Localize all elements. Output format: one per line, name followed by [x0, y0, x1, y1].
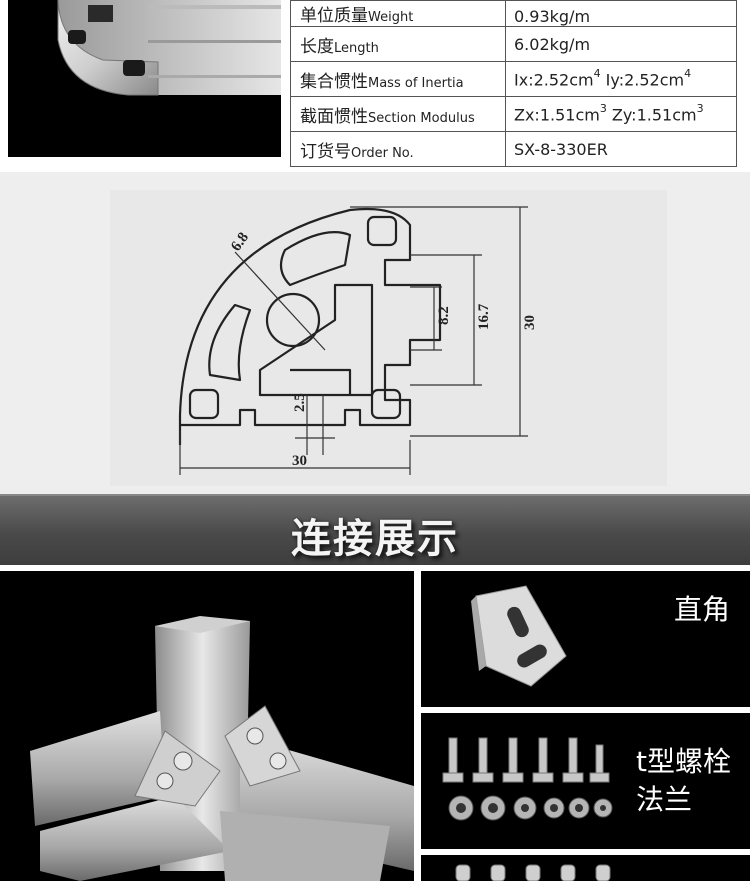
aluminum-profile-image [57, 0, 281, 96]
profile-cross-section: 6.8 8.2 16.7 30 30 2.5 [178, 206, 538, 475]
spec-label-cn: 截面惯性 [300, 106, 368, 127]
dim-width-label: 30 [292, 453, 307, 469]
spec-row-modulus: 截面惯性Section Modulus Zx:1.51cm3 Zy:1.51cm… [290, 96, 737, 132]
spec-label-cn: 订货号 [300, 141, 351, 162]
thumb-t-bolt: t型螺栓 法兰 [421, 713, 750, 849]
spec-value: 0.93kg/m [505, 0, 737, 27]
dim-slot-label: 8.2 [436, 306, 452, 325]
caption-line-1: t型螺栓 [636, 745, 731, 778]
dim-small-label: 2.5 [292, 393, 308, 412]
thumb-bolts-partial [421, 855, 750, 881]
dim-height-label: 30 [522, 315, 538, 330]
spec-section: 单位质量Weight 0.93kg/m 长度Length 6.02kg/m 集合… [0, 0, 750, 172]
spec-label-en: Order No. [351, 145, 414, 161]
thumb-right-angle-caption: 直角 [673, 593, 730, 626]
spec-row-weight: 单位质量Weight 0.93kg/m [290, 0, 737, 27]
profile-end-photo [8, 0, 281, 157]
spec-label-en: Section Modulus [368, 110, 475, 126]
connection-gallery: 直角 t型螺栓 法兰 [0, 565, 750, 881]
thumb-right-angle: 直角 [421, 571, 750, 707]
spec-label-cn: 单位质量 [300, 6, 368, 26]
caption-line-2: 法兰 [636, 783, 693, 816]
spec-row-order: 订货号Order No. SX-8-330ER [290, 131, 737, 167]
spec-label-en: Weight [368, 10, 414, 25]
spec-value: Ix:2.52cm4 Iy:2.52cm4 [505, 61, 737, 97]
technical-drawing: 6.8 8.2 16.7 30 30 2.5 [110, 190, 667, 486]
profile-assembly-image [30, 616, 414, 881]
spec-label-en: Length [334, 40, 379, 56]
spec-label-cn: 长度 [300, 36, 334, 57]
spec-label-en: Mass of Inertia [368, 75, 464, 91]
spec-row-length: 长度Length 6.02kg/m [290, 26, 737, 62]
t-bolts-image [442, 737, 613, 821]
spec-value: SX-8-330ER [505, 131, 737, 167]
dim-inner-label: 16.7 [476, 303, 492, 330]
section-heading-title: 连接展示 [291, 516, 459, 562]
assembly-photo [0, 571, 414, 881]
spec-value: 6.02kg/m [505, 26, 737, 62]
dim-diameter-label: 6.8 [228, 230, 252, 255]
section-heading-bar: 连接展示 [0, 494, 750, 565]
spec-label-cn: 集合惯性 [300, 71, 368, 92]
spec-row-inertia: 集合惯性Mass of Inertia Ix:2.52cm4 Iy:2.52cm… [290, 61, 737, 97]
spec-value: Zx:1.51cm3 Zy:1.51cm3 [505, 96, 737, 132]
bolts-partial-image [455, 864, 611, 881]
drawing-section: 6.8 8.2 16.7 30 30 2.5 [0, 172, 750, 494]
spec-table: 单位质量Weight 0.93kg/m 长度Length 6.02kg/m 集合… [290, 0, 737, 167]
corner-bracket-image [471, 585, 567, 687]
thumb-t-bolt-caption: t型螺栓 法兰 [636, 743, 731, 819]
